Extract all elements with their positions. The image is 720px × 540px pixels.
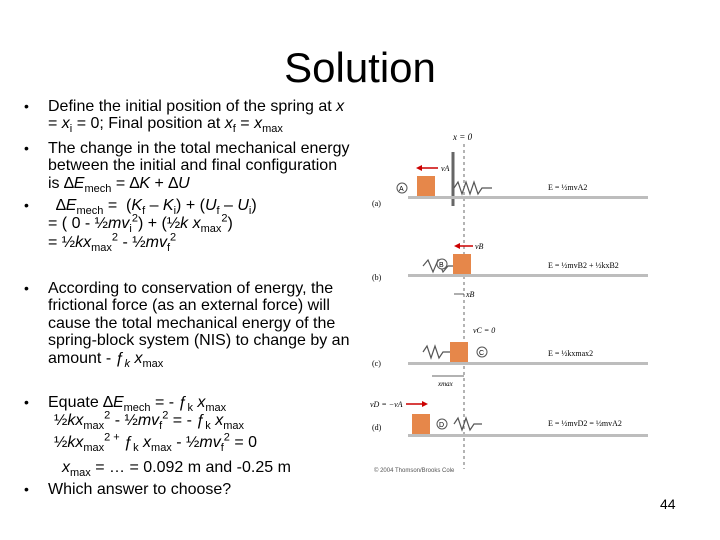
bullet-line: spring-block system (NIS) to change by a… [48, 332, 350, 349]
arrow-head [422, 401, 428, 407]
panel-label: (c) [372, 359, 381, 368]
velocity-label: vA [441, 164, 450, 173]
spring [422, 258, 453, 274]
bullet-line: According to conservation of energy, the [48, 280, 334, 297]
bullet-line: The change in the total mechanical energ… [48, 140, 350, 157]
bullet-dot: • [24, 481, 29, 497]
bullet-line: = xi = 0; Final position at xf = xmax [48, 115, 283, 136]
panel-label: (a) [372, 199, 381, 208]
velocity-label: vD = −vA [370, 400, 403, 409]
bullet-dot: • [24, 140, 29, 156]
marker-circle [436, 258, 448, 270]
energy-eq: E = ½kxmax2 [548, 349, 593, 358]
energy-eq: E = ½mvA2 [548, 183, 587, 192]
energy-eq: E = ½mvD2 = ½mvA2 [548, 419, 622, 428]
bullet-dot: • [24, 280, 29, 296]
panel-label: (d) [372, 423, 382, 432]
marker-circle [476, 346, 488, 358]
marker-circle [396, 182, 408, 194]
bullet-line: Which answer to choose? [48, 481, 232, 498]
bullet-line: ∆Emech = (Kf – Ki) + (Uf – Ui) [56, 197, 257, 218]
arrow-head [416, 165, 422, 171]
bullet-line: frictional force (as an external force) … [48, 297, 330, 314]
bullet-line: amount - ƒk xmax [48, 350, 164, 371]
spring [453, 180, 492, 196]
block [450, 342, 468, 362]
block [453, 254, 471, 274]
page-number: 44 [660, 496, 676, 512]
velocity-label: vB [475, 242, 484, 251]
slide-title: Solution [284, 44, 436, 91]
floor [408, 196, 648, 199]
bullet-line: Equate ∆Emech = - ƒk xmax [48, 394, 227, 415]
displacement-label: xmax [437, 380, 454, 388]
velocity-label: vC = 0 [473, 326, 495, 335]
bullet-line: ½kxmax2 - ½mvf2 = - ƒk xmax [54, 409, 244, 433]
displacement-label: xB [465, 290, 475, 299]
bullet-line: xmax = … = 0.092 m and -0.25 m [62, 459, 291, 480]
floor [408, 434, 648, 437]
axis-label: x = 0 [452, 132, 473, 142]
bullet-line: = ( 0 - ½mvi2) + (½k xmax2) [48, 212, 233, 236]
panel-c: vC = 0 xmax C (c) E = ½kxmax2 [372, 326, 648, 388]
arrow-head [454, 243, 460, 249]
floor [408, 274, 648, 277]
marker-label: C [479, 350, 484, 357]
bullet-line: = ½kxmax2 - ½mvf2 [48, 231, 177, 255]
spring [422, 344, 450, 360]
spring-block-figure: x = 0 vA A (a) E = ½mvA2 vB xB B (b) E =… [370, 132, 648, 474]
panel-b: vB xB B (b) E = ½mvB2 + ½kxB2 [372, 242, 648, 299]
bullet-dot: • [24, 394, 29, 410]
energy-eq: E = ½mvB2 + ½kxB2 [548, 261, 619, 270]
bullet-line: Define the initial position of the sprin… [48, 98, 345, 115]
copyright: © 2004 Thomson/Brooks Cole [374, 467, 455, 474]
bullet-dot: • [24, 197, 29, 213]
panel-d: vD = −vA D (d) E = ½mvD2 = ½mvA2 [370, 400, 648, 437]
marker-circle [436, 418, 448, 430]
marker-label: B [439, 262, 444, 269]
marker-label: D [439, 422, 444, 429]
bullet-line: ½kxmax2 + ƒk xmax - ½mvf2 = 0 [54, 431, 258, 455]
marker-label: A [399, 186, 404, 193]
panel-a: vA A (a) E = ½mvA2 [372, 152, 648, 208]
bullet-line: between the initial and final configurat… [48, 157, 338, 174]
spring [453, 416, 482, 432]
block [412, 414, 430, 434]
panel-label: (b) [372, 273, 382, 282]
floor [408, 362, 648, 365]
block [417, 176, 435, 196]
bullet-dot: • [24, 98, 29, 114]
bullet-line: is ∆Emech = ∆K + ∆U [48, 175, 190, 196]
bullet-line: cause the total mechanical energy of the [48, 315, 336, 332]
